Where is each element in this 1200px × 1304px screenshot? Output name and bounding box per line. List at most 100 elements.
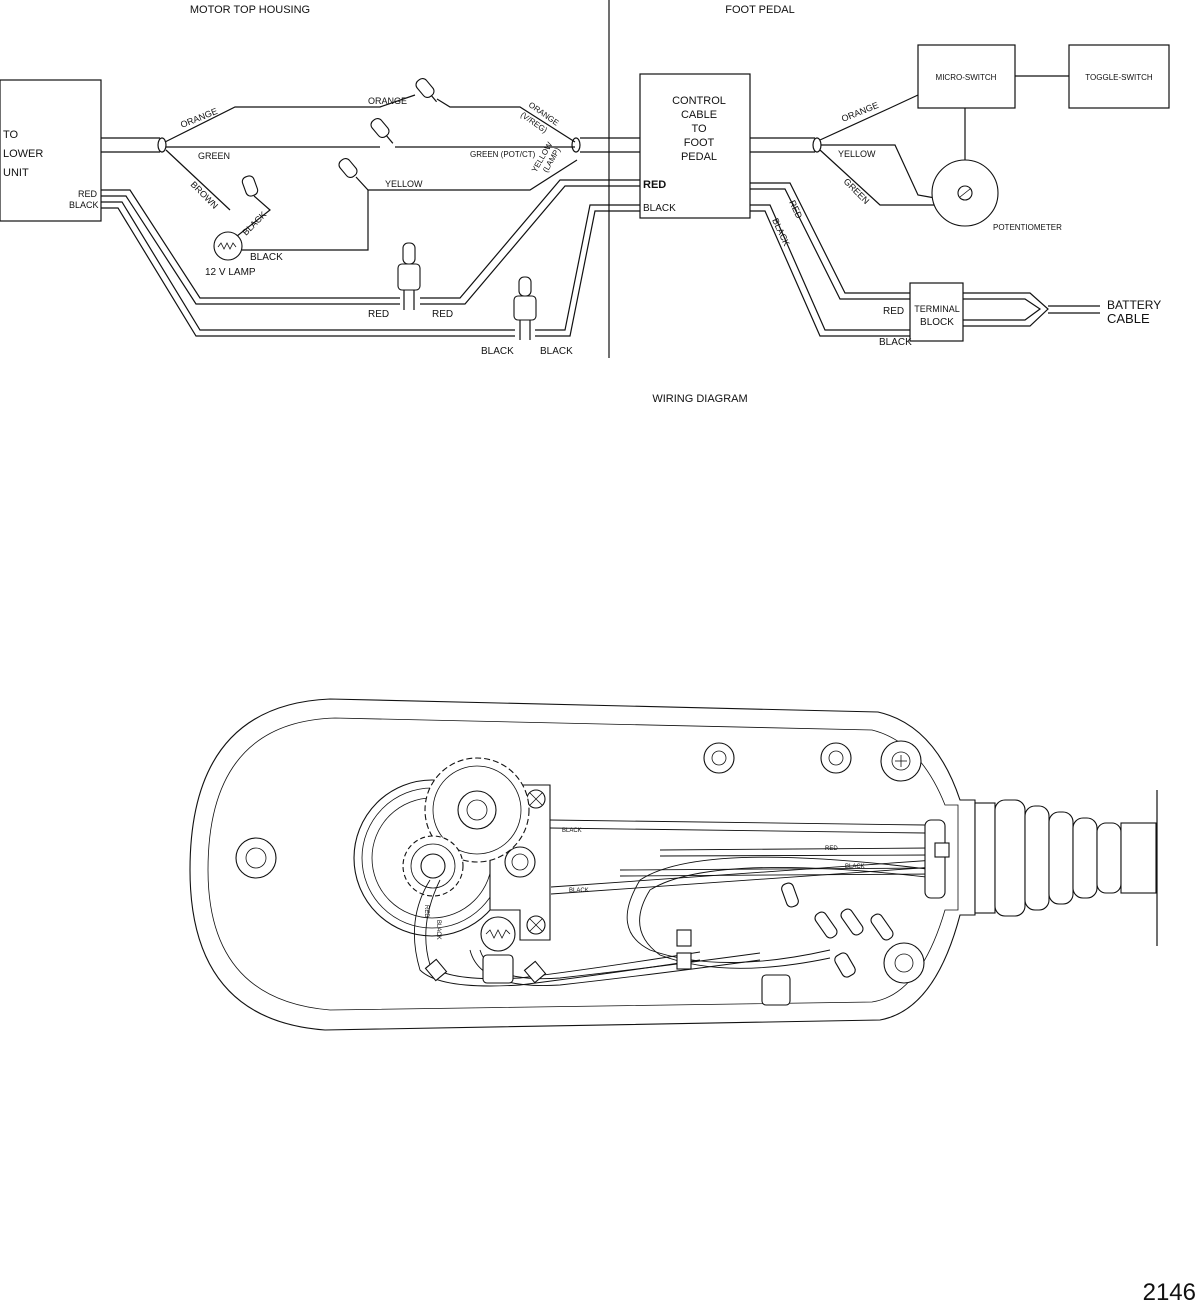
housing-label-black-lower: BLACK: [569, 888, 589, 894]
pedal-cable-bundle: [750, 137, 822, 153]
section-title-foot-pedal: FOOT PEDAL: [725, 4, 794, 16]
housing-connector-1-icon: [814, 911, 838, 939]
orange-connector-icon: [415, 77, 438, 103]
control-cable-label-4: FOOT: [684, 137, 715, 149]
black-cable-label: BLACK: [643, 203, 676, 214]
housing-label-red-mid: RED: [825, 846, 838, 852]
small-gear-icon: [402, 835, 464, 897]
control-cable-label-5: PEDAL: [681, 151, 717, 163]
housing-connector-5-icon: [761, 974, 791, 1006]
black-wire-pair: [101, 201, 640, 337]
housing-connector-3-icon: [870, 913, 894, 941]
black-label-conn-b: BLACK: [540, 346, 573, 357]
red-pedal-diag-label: RED: [787, 199, 804, 221]
housing-connector-6-icon: [834, 952, 856, 978]
control-cable-label-2: CABLE: [681, 109, 717, 121]
housing-connector-2-icon: [840, 908, 864, 936]
housing-label-red-vertical: RED: [423, 905, 429, 918]
yellow-wire: [355, 159, 578, 191]
toggle-switch-box: [1068, 44, 1170, 109]
terminal-block-label-2: BLOCK: [920, 317, 954, 328]
housing-lamp-icon: [480, 916, 516, 952]
green-pedal-label: GREEN: [842, 176, 872, 206]
yellow-pedal-label: YELLOW: [838, 149, 876, 159]
motor-top-housing-illustration: [189, 698, 1158, 1031]
wiring-diagram-title: WIRING DIAGRAM: [652, 393, 747, 405]
red-label-conn-a: RED: [368, 309, 389, 320]
black-label-left: BLACK: [69, 200, 99, 210]
green-connector-icon: [370, 117, 394, 144]
battery-cable-label-1: BATTERY: [1107, 298, 1161, 312]
mounting-hole-left-icon: [235, 837, 277, 879]
lower-unit-label-2: LOWER: [3, 148, 43, 160]
green-pedal-wire: [819, 149, 935, 206]
orange-pedal-label: ORANGE: [840, 100, 880, 124]
pedal-power-wires: [750, 182, 910, 337]
lamp-icon: [213, 231, 243, 261]
black-connector-icon: [513, 276, 537, 340]
red-wire-pair: [101, 179, 640, 305]
control-cable-label-3: TO: [691, 123, 707, 135]
cable-tie-2-icon: [676, 952, 692, 970]
mounting-hole-top-2-icon: [820, 742, 852, 774]
cable-tie-1-icon: [676, 929, 692, 947]
orange-label-mid: ORANGE: [368, 96, 407, 106]
yellow-pedal-wire: [821, 144, 936, 199]
red-label-left: RED: [78, 189, 98, 199]
black-pedal-diag-label: BLACK: [770, 217, 792, 248]
control-cable-label-1: CONTROL: [672, 95, 726, 107]
brown-label: BROWN: [189, 179, 220, 210]
main-cable-bundle-right: [571, 137, 640, 153]
black-label-lamp-diag: BLACK: [240, 209, 268, 237]
black-lamp-wire-diag: [231, 195, 271, 241]
battery-cable-label-2: CABLE: [1107, 311, 1150, 326]
lamp-socket-icon: [482, 954, 514, 984]
mounting-hole-top-3-icon: [880, 740, 922, 782]
black-terminal-label: BLACK: [879, 337, 912, 348]
cable-tie-4-icon: [523, 960, 547, 984]
black-label-lamp: BLACK: [250, 252, 283, 263]
red-connector-icon: [397, 242, 421, 310]
black-lamp-wire: [242, 190, 369, 251]
potentiometer-icon: [931, 159, 999, 227]
red-cable-label: RED: [643, 179, 666, 191]
housing-label-black-mid: BLACK: [845, 864, 865, 870]
lamp-label: 12 V LAMP: [205, 267, 256, 278]
lower-unit-label-3: UNIT: [3, 167, 29, 179]
housing-label-black-top: BLACK: [562, 828, 582, 834]
orange-wire: [164, 94, 576, 143]
control-cable-box: [639, 73, 751, 219]
cable-tie-3-icon: [424, 958, 448, 982]
terminal-block-label-1: TERMINAL: [914, 304, 960, 314]
brown-connector-icon: [241, 175, 259, 197]
brown-wire: [165, 149, 231, 211]
large-gear-icon: [424, 757, 530, 863]
red-label-conn-b: RED: [432, 309, 453, 320]
black-label-conn-a: BLACK: [481, 346, 514, 357]
green-label-left: GREEN: [198, 151, 230, 161]
terminal-block-box: [909, 282, 964, 342]
battery-cable-wires: [963, 292, 1100, 327]
lower-unit-box: [0, 79, 102, 222]
yellow-connector-icon: [338, 157, 358, 179]
mounting-hole-top-1-icon: [703, 742, 735, 774]
section-title-motor-top-housing: MOTOR TOP HOUSING: [190, 4, 310, 16]
housing-label-black-vertical: BLACK: [435, 920, 441, 940]
cable-boot-icon: [974, 790, 1158, 946]
housing-wires: [413, 819, 936, 987]
green-potct-label: GREEN (POT/CT): [470, 150, 536, 159]
mounting-hole-bottom-icon: [883, 942, 925, 984]
micro-switch-label: MICRO-SWITCH: [936, 73, 997, 82]
page-number: 2146: [1143, 1279, 1196, 1304]
micro-switch-box: [917, 44, 1016, 109]
cable-clamp-icon: [924, 819, 950, 899]
housing-connector-4-icon: [781, 882, 799, 908]
orange-pedal-wire: [819, 94, 919, 141]
potentiometer-label: POTENTIOMETER: [993, 223, 1062, 232]
main-cable-bundle-left: [101, 137, 167, 153]
yellow-label: YELLOW: [385, 179, 423, 189]
toggle-switch-label: TOGGLE-SWITCH: [1085, 73, 1153, 82]
red-terminal-label: RED: [883, 306, 904, 317]
lower-unit-label-1: TO: [3, 129, 19, 141]
